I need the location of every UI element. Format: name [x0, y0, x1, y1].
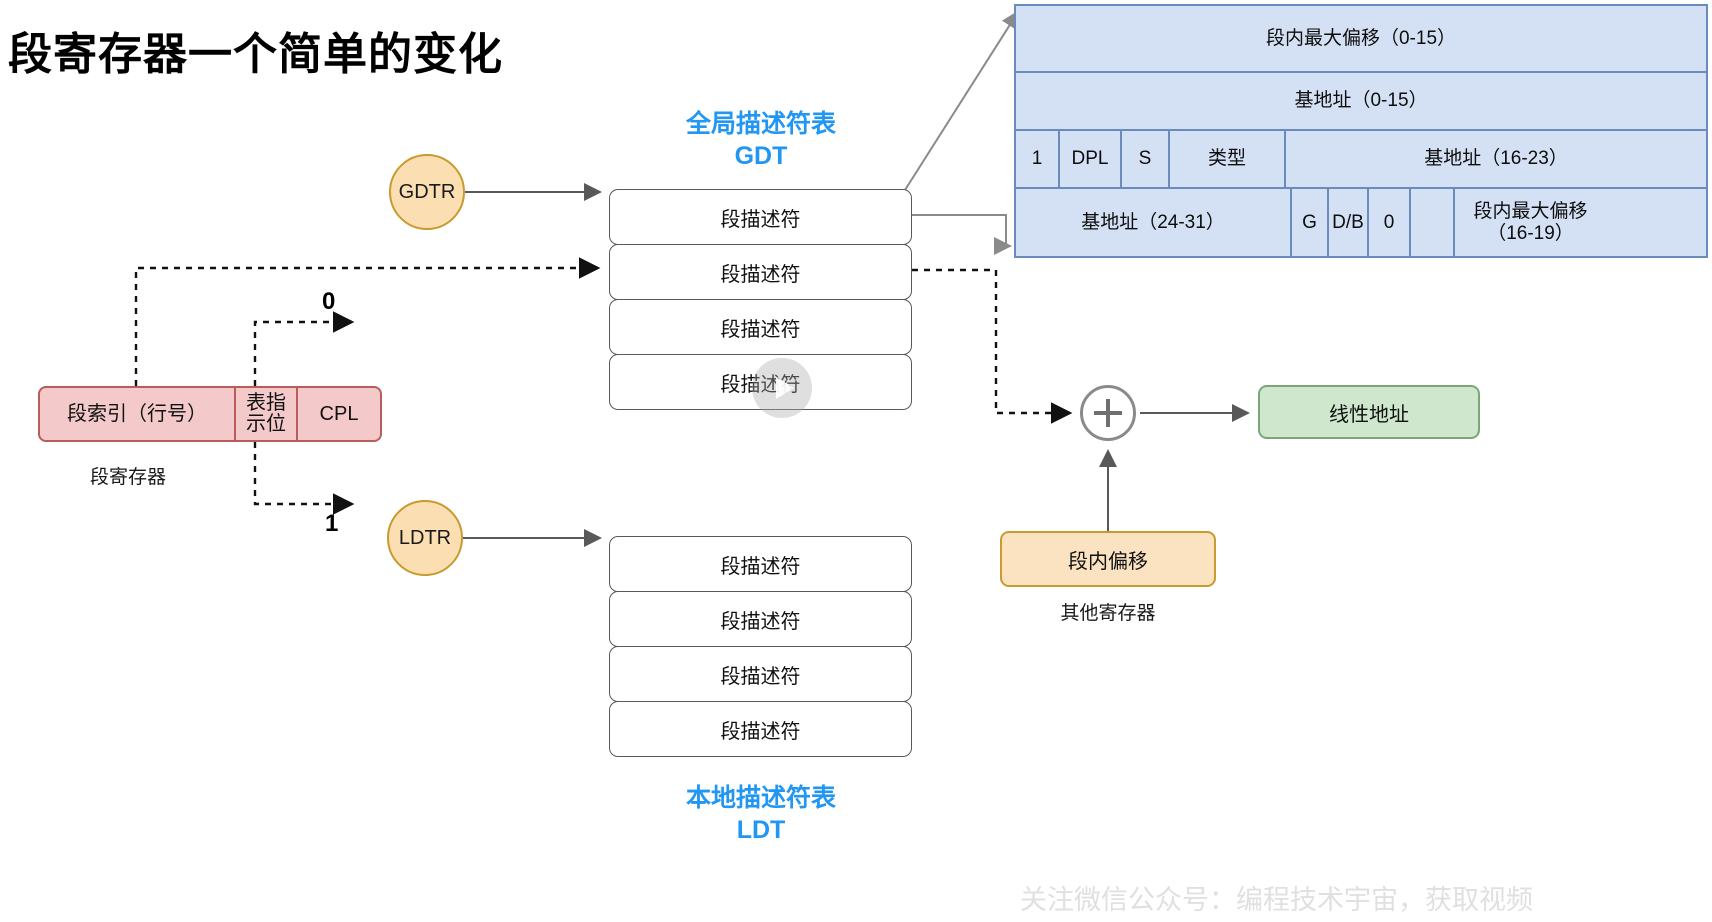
cpl-field: CPL [319, 402, 359, 425]
connector-descriptor-callout-top [904, 10, 1020, 191]
list-item: 段描述符 [609, 244, 912, 300]
list-item: 段描述符 [609, 701, 912, 757]
cell-zero: 0 [1369, 189, 1411, 256]
cell-base-address-0-15: 基地址（0-15） [1294, 90, 1428, 112]
gdt-title-abbr: GDT [734, 142, 788, 170]
ldt-title: 本地描述符表 LDT [611, 782, 911, 846]
cell-base-address-24-31: 基地址（24-31） [1016, 189, 1292, 256]
gdt-descriptor-list: 段描述符 段描述符 段描述符 段描述符 [609, 189, 912, 410]
segment-offset-box: 段内偏移 [1000, 531, 1216, 587]
list-item: 段描述符 [609, 189, 912, 245]
segment-descriptor-table: 段内最大偏移（0-15） 基地址（0-15） 1 DPL S 类型 基地址（16… [1014, 4, 1708, 258]
watermark-text: 关注微信公众号：编程技术宇宙，获取视频 [1020, 885, 1533, 915]
gdt-title: 全局描述符表 GDT [611, 108, 911, 172]
connector-ti-to-one [253, 442, 355, 515]
play-icon[interactable] [752, 358, 812, 418]
ldtr-register: LDTR [387, 500, 463, 576]
list-item: 段描述符 [609, 536, 912, 592]
table-row: 段内最大偏移（0-15） [1016, 6, 1706, 73]
ti-bit-zero-label: 0 [322, 288, 336, 315]
connector-descriptor-callout-bottom [912, 214, 1012, 255]
list-item: 段描述符 [609, 591, 912, 647]
table-row: 1 DPL S 类型 基地址（16-23） [1016, 131, 1706, 189]
cell-db: D/B [1329, 189, 1369, 256]
table-row: 基地址（0-15） [1016, 73, 1706, 131]
ldt-title-abbr: LDT [736, 816, 786, 844]
cell-s: S [1122, 131, 1170, 187]
list-item: 段描述符 [609, 299, 912, 355]
other-register-caption: 其他寄存器 [1060, 603, 1156, 624]
ldt-title-cn: 本地描述符表 [685, 784, 836, 812]
connector-index-to-gdt [134, 257, 601, 386]
cell-bit-1: 1 [1016, 131, 1060, 187]
connector-ti-to-zero [253, 311, 355, 386]
gdt-title-cn: 全局描述符表 [685, 110, 836, 138]
list-item: 段描述符 [609, 646, 912, 702]
cell-type: 类型 [1170, 131, 1286, 187]
cell-g: G [1292, 189, 1329, 256]
cell-max-offset-16-19: 段内最大偏移 （16-19） [1473, 200, 1588, 244]
segment-index-field: 段索引（行号） [40, 388, 236, 440]
gdtr-register: GDTR [389, 154, 465, 230]
segment-register-box: 段索引（行号） 表指 示位 CPL [38, 386, 382, 442]
play-triangle-icon [775, 377, 794, 399]
table-row: 基地址（24-31） G D/B 0 段内最大偏移 （16-19） [1016, 189, 1706, 256]
connector-gdt-to-adder [912, 268, 1073, 424]
adder-plus-icon [1080, 385, 1136, 441]
linear-address-box: 线性地址 [1258, 385, 1480, 439]
cell-reserved [1411, 189, 1455, 256]
cell-base-address-16-23: 基地址（16-23） [1424, 148, 1568, 170]
segment-register-caption: 段寄存器 [89, 467, 166, 488]
cell-max-offset-0-15: 段内最大偏移（0-15） [1265, 27, 1457, 49]
cell-dpl: DPL [1060, 131, 1122, 187]
page-title: 段寄存器一个简单的变化 [8, 30, 503, 79]
ti-bit-one-label: 1 [325, 510, 339, 537]
table-indicator-field: 表指 示位 [236, 388, 298, 440]
list-item: 段描述符 [609, 354, 912, 410]
ldt-descriptor-list: 段描述符 段描述符 段描述符 段描述符 [609, 536, 912, 757]
